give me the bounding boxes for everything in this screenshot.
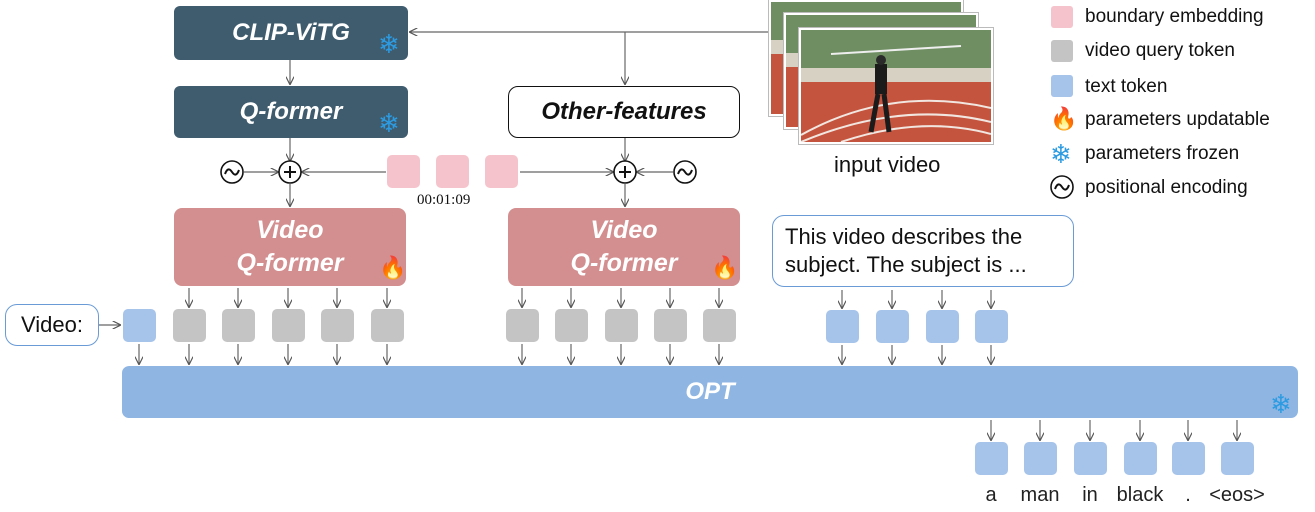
video-q-former-label-line2: Q-former bbox=[236, 249, 344, 277]
video-query-token bbox=[371, 309, 404, 342]
output-text-token bbox=[1221, 442, 1254, 475]
legend-positional-encoding-icon bbox=[1050, 175, 1074, 199]
legend-label: parameters frozen bbox=[1085, 143, 1240, 164]
snowflake-icon: ❄ bbox=[378, 108, 400, 138]
video-frame bbox=[799, 28, 993, 144]
output-word: man bbox=[1020, 484, 1060, 506]
legend-label: video query token bbox=[1085, 40, 1235, 61]
plus-operator-left bbox=[278, 160, 302, 184]
output-text-token bbox=[1172, 442, 1205, 475]
video-prompt-label: Video: bbox=[21, 312, 83, 337]
text-token bbox=[876, 310, 909, 343]
other-features-label: Other-features bbox=[541, 98, 707, 125]
plus-operator-right bbox=[613, 160, 637, 184]
video-query-token bbox=[506, 309, 539, 342]
output-word: in bbox=[1082, 484, 1098, 506]
boundary-embedding-token bbox=[485, 155, 518, 188]
video-query-token bbox=[272, 309, 305, 342]
output-word: a bbox=[985, 484, 997, 506]
video-query-token bbox=[703, 309, 736, 342]
text-prompt-line2: subject. The subject is ... bbox=[785, 252, 1027, 277]
snowflake-icon: ❄ bbox=[378, 29, 400, 59]
text-prompt-box: This video describes the subject. The su… bbox=[772, 215, 1074, 287]
athlete-illustration bbox=[801, 45, 991, 142]
opt-label: OPT bbox=[685, 378, 735, 405]
q-former-label: Q-former bbox=[239, 98, 343, 125]
positional-encoding-icon-right bbox=[673, 160, 697, 184]
output-word: <eos> bbox=[1209, 484, 1265, 506]
legend-label: parameters updatable bbox=[1085, 109, 1270, 130]
fire-icon: 🔥 bbox=[379, 255, 407, 280]
input-video-label: input video bbox=[834, 152, 941, 177]
text-token bbox=[123, 309, 156, 342]
video-q-former-block-right: Video Q-former bbox=[508, 208, 740, 286]
video-q-former-label-line2: Q-former bbox=[570, 249, 678, 277]
clip-vitg-block: CLIP-ViTG bbox=[174, 6, 408, 60]
legend-label: text token bbox=[1085, 76, 1168, 97]
video-q-former-label-line1: Video bbox=[590, 216, 658, 244]
output-text-token bbox=[1124, 442, 1157, 475]
boundary-embedding-swatch bbox=[1051, 6, 1073, 28]
legend-label: positional encoding bbox=[1085, 177, 1248, 198]
text-token bbox=[926, 310, 959, 343]
positional-encoding-icon-left bbox=[220, 160, 244, 184]
legend-label: boundary embedding bbox=[1085, 6, 1264, 27]
output-word: black bbox=[1116, 484, 1164, 506]
snowflake-icon: ❄ bbox=[1270, 389, 1292, 419]
q-former-block: Q-former bbox=[174, 86, 408, 138]
opt-block: OPT bbox=[122, 366, 1298, 418]
video-prompt-box: Video: bbox=[5, 304, 99, 346]
output-word: . bbox=[1185, 484, 1191, 506]
video-query-token bbox=[605, 309, 638, 342]
video-query-token-swatch bbox=[1051, 40, 1073, 62]
other-features-block: Other-features bbox=[508, 86, 740, 138]
text-token bbox=[826, 310, 859, 343]
fire-icon: 🔥 bbox=[1050, 106, 1078, 131]
snowflake-icon: ❄ bbox=[1050, 139, 1072, 169]
video-query-token bbox=[222, 309, 255, 342]
clip-vitg-label: CLIP-ViTG bbox=[232, 19, 350, 46]
video-q-former-block-left: Video Q-former bbox=[174, 208, 406, 286]
fire-icon: 🔥 bbox=[711, 255, 739, 280]
text-token bbox=[975, 310, 1008, 343]
video-query-token bbox=[555, 309, 588, 342]
video-query-token bbox=[654, 309, 687, 342]
video-query-token bbox=[173, 309, 206, 342]
output-text-token bbox=[1024, 442, 1057, 475]
boundary-embedding-token bbox=[436, 155, 469, 188]
output-text-token bbox=[975, 442, 1008, 475]
boundary-embedding-token bbox=[387, 155, 420, 188]
text-token-swatch bbox=[1051, 75, 1073, 97]
video-query-token bbox=[321, 309, 354, 342]
text-prompt-line1: This video describes the bbox=[785, 224, 1023, 249]
timestamp-label: 00:01:09 bbox=[417, 192, 471, 208]
video-q-former-label-line1: Video bbox=[256, 216, 324, 244]
output-text-token bbox=[1074, 442, 1107, 475]
